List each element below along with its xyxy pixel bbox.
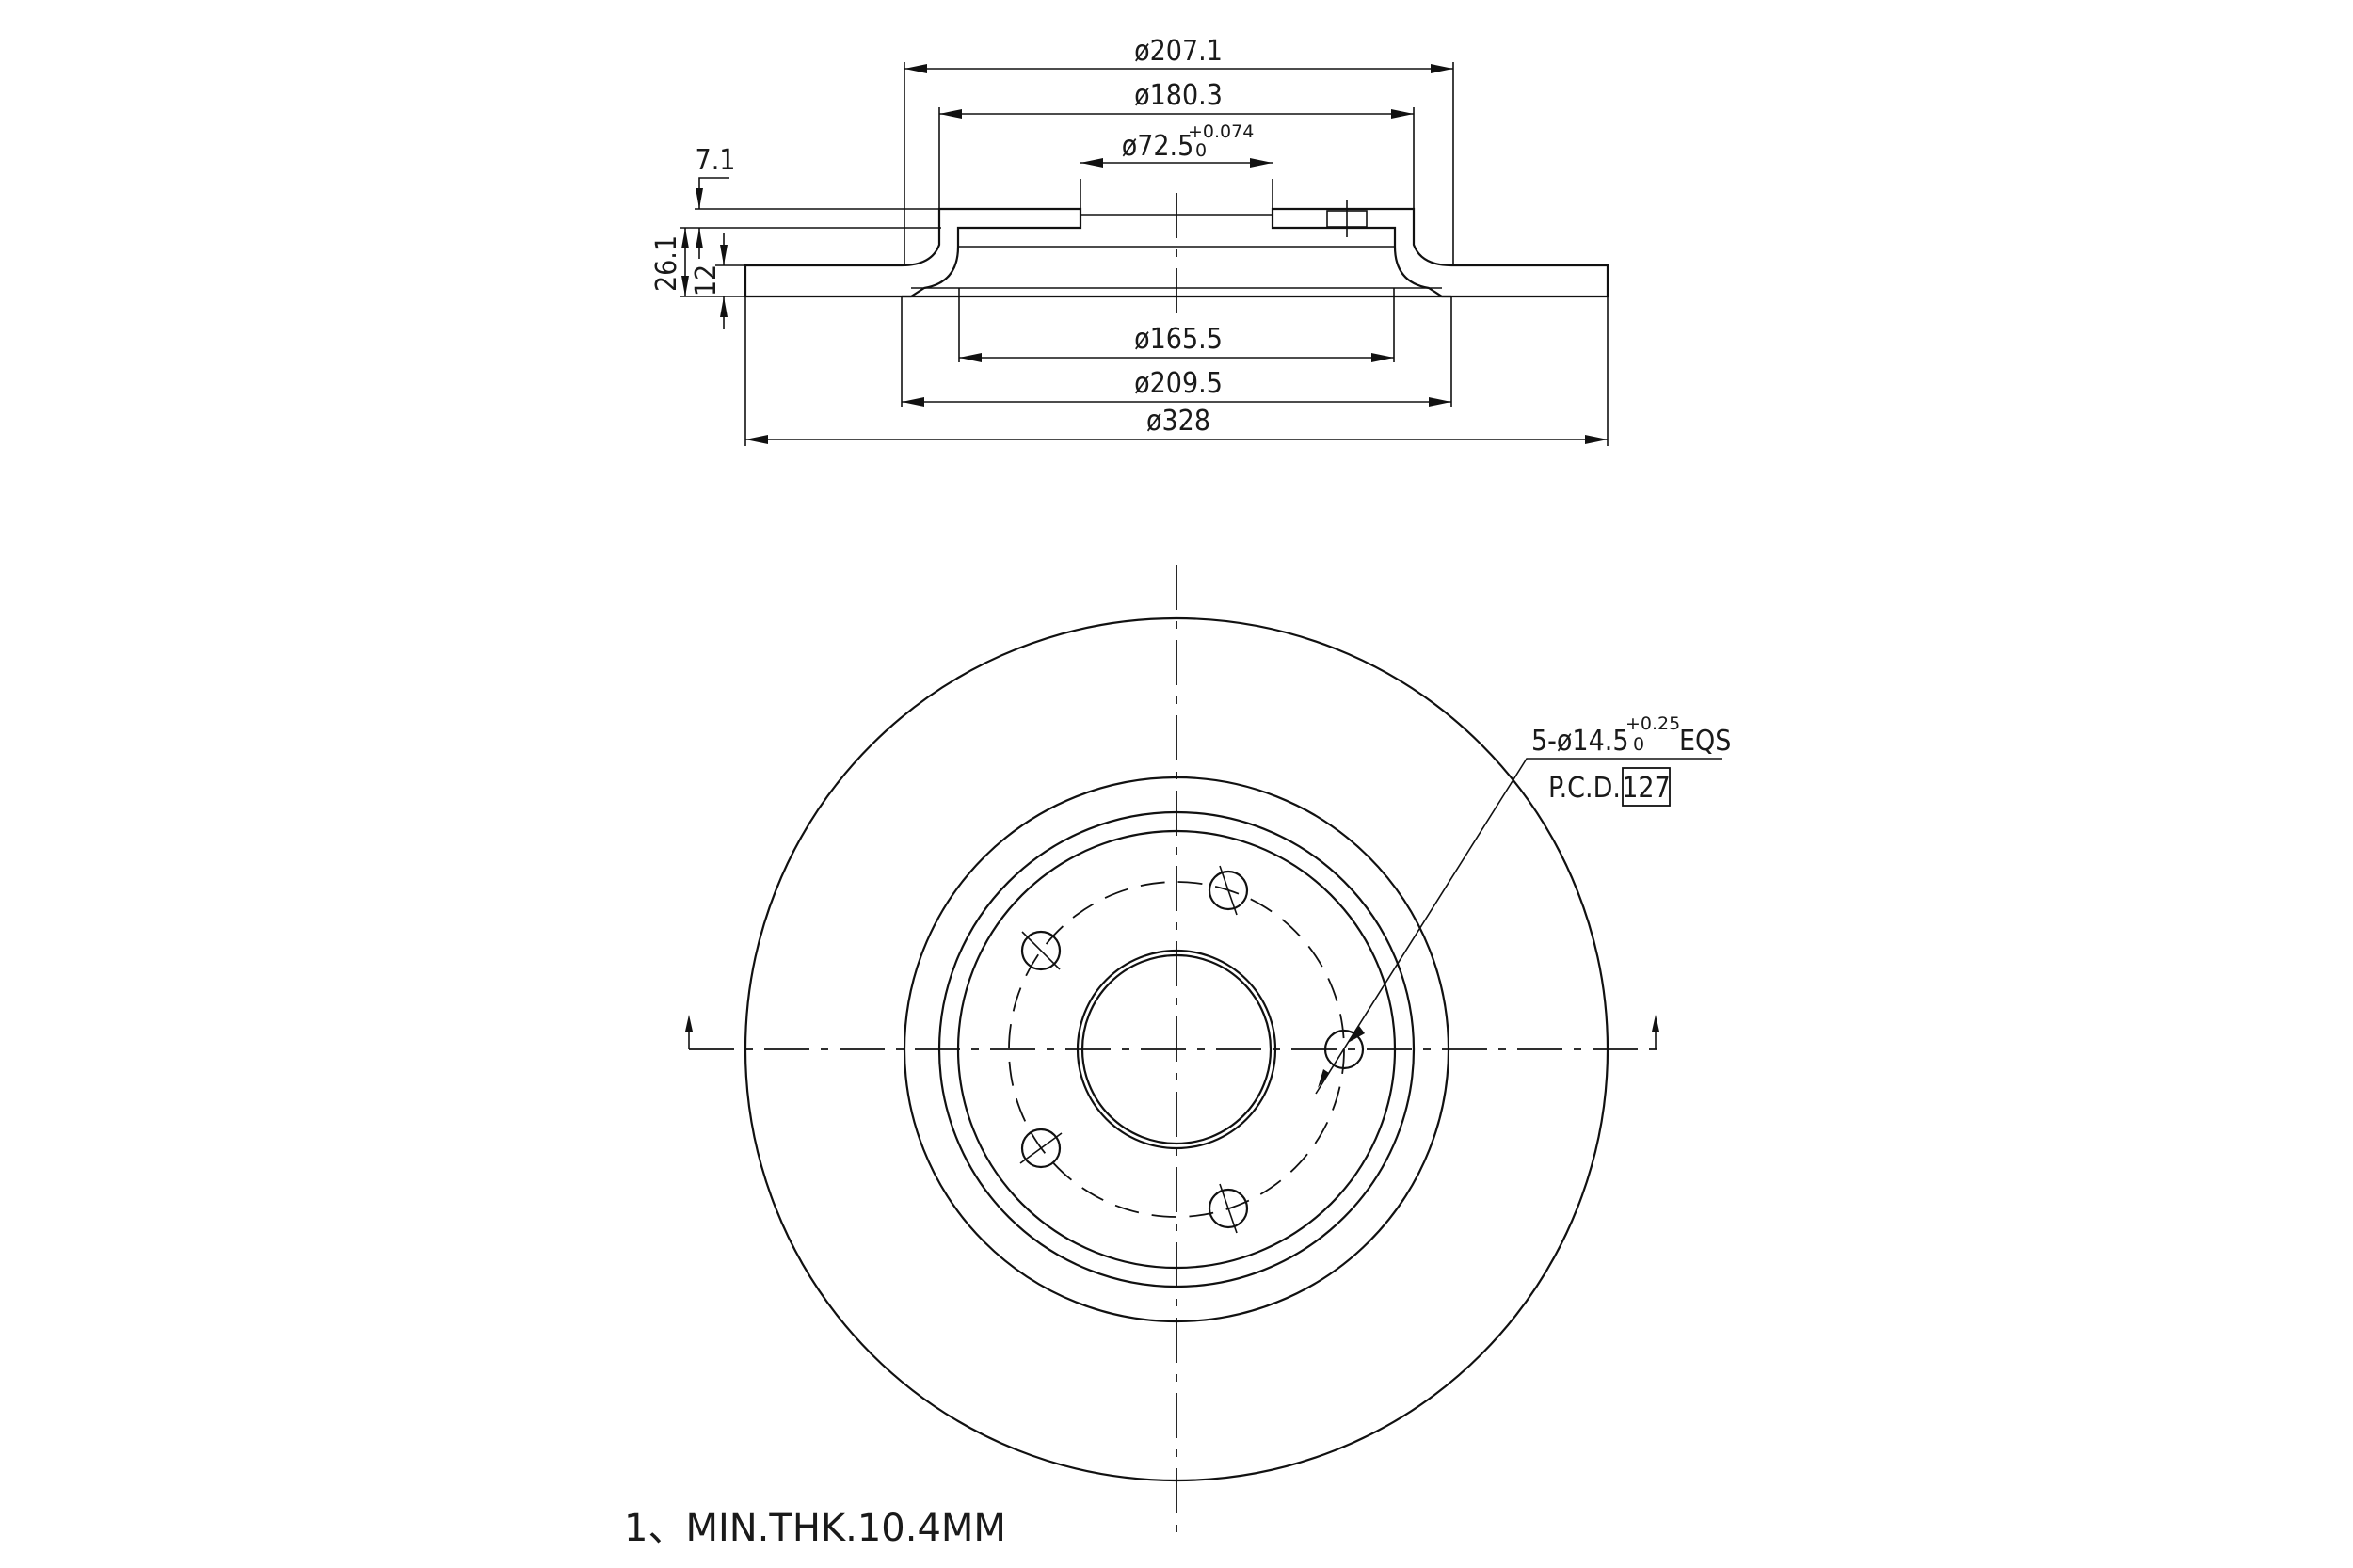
bolt-hole — [1020, 930, 1062, 971]
bolt-hole-callout: 5-ø14.5 +0.25 0 EQS P.C.D. 127 — [1531, 713, 1731, 807]
svg-text:0: 0 — [1633, 734, 1644, 755]
dim-180-3: ø180.3 — [939, 79, 1414, 119]
svg-text:ø180.3: ø180.3 — [1134, 79, 1223, 112]
svg-text:12: 12 — [690, 264, 723, 296]
svg-text:EQS: EQS — [1679, 725, 1731, 758]
dim-72-5: ø72.5 +0.074 0 — [1080, 121, 1273, 168]
bolt-hole — [1208, 1183, 1249, 1234]
svg-text:127: 127 — [1622, 772, 1671, 805]
bolt-hole-leader — [1315, 758, 1722, 1095]
section-marker-left — [685, 1015, 693, 1049]
svg-text:ø72.5: ø72.5 — [1122, 130, 1194, 163]
dim-12: 12 — [690, 233, 728, 329]
dim-7-1: 7.1 — [696, 144, 736, 259]
front-view: 5-ø14.5 +0.25 0 EQS P.C.D. 127 — [685, 565, 1731, 1544]
bolt-hole — [1208, 865, 1249, 916]
section-left — [744, 207, 1082, 298]
pcd-value-box — [1622, 767, 1671, 807]
svg-text:26.1: 26.1 — [650, 235, 683, 292]
dim-209-5: ø209.5 — [902, 367, 1451, 407]
svg-text:7.1: 7.1 — [696, 144, 736, 177]
svg-text:5-ø14.5: 5-ø14.5 — [1531, 725, 1629, 758]
svg-text:0: 0 — [1195, 140, 1207, 161]
bolt-hole — [1019, 1128, 1063, 1169]
dim-328: ø328 — [745, 405, 1608, 444]
svg-text:P.C.D.: P.C.D. — [1548, 772, 1621, 805]
side-section-view: ø207.1 ø180.3 ø72.5 +0.074 0 ø165.5 — [650, 35, 1609, 446]
note-min-thickness: 1、MIN.THK.10.4MM — [624, 1507, 1006, 1550]
dim-165-5: ø165.5 — [959, 323, 1394, 362]
section-marker-right — [1652, 1015, 1659, 1049]
svg-text:ø207.1: ø207.1 — [1134, 35, 1223, 68]
svg-text:ø165.5: ø165.5 — [1134, 323, 1223, 356]
svg-text:+0.25: +0.25 — [1625, 713, 1680, 734]
dim-26-1: 26.1 — [650, 228, 689, 296]
svg-text:+0.074: +0.074 — [1188, 121, 1254, 142]
svg-text:ø328: ø328 — [1146, 405, 1210, 438]
section-right — [1271, 207, 1609, 298]
svg-text:ø209.5: ø209.5 — [1134, 367, 1223, 400]
dim-207-1: ø207.1 — [904, 35, 1453, 73]
